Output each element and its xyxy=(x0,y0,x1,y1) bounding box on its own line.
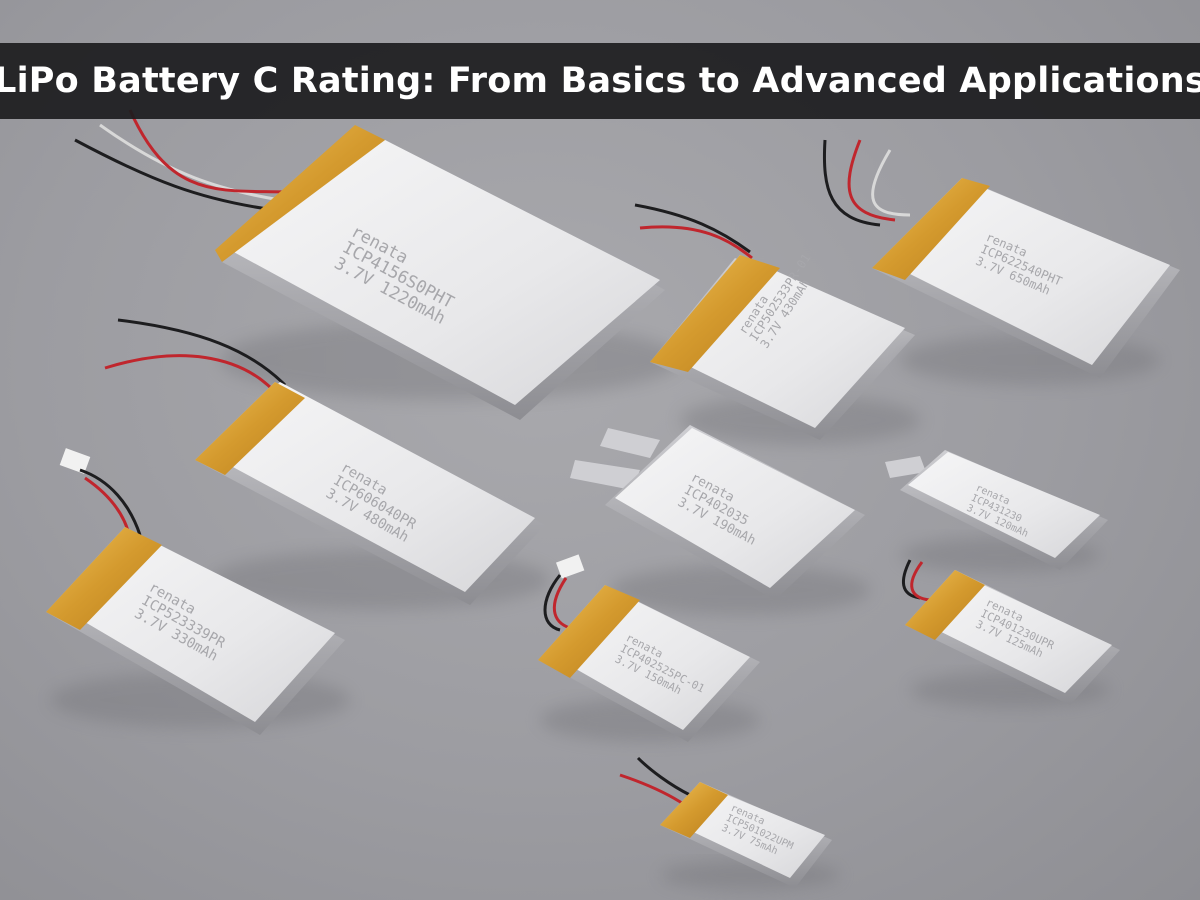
battery-150mah: renata ICP402525PC-01 3.7V 150mAh xyxy=(538,554,760,742)
title-banner: LiPo Battery C Rating: From Basics to Ad… xyxy=(0,43,1200,119)
battery-190mah: renata ICP402035 3.7V 190mAh xyxy=(570,425,870,615)
battery-125mah: renata ICP401230UPR 3.7V 125mAh xyxy=(901,559,1120,708)
battery-large-1220mah: renata ICP4156S0PHT 3.7V 1220mAh xyxy=(74,109,680,420)
battery-120mah: renata ICP431230 3.7V 120mAh xyxy=(885,450,1108,573)
battery-430mah: renata ICP502533PR-01 3.7V 430mAh xyxy=(634,203,920,445)
battery-330mah: renata ICP523339PR 3.7V 330mAh xyxy=(46,448,350,735)
battery-75mah: renata ICP501022UPM 3.7V 75mAh xyxy=(619,756,840,890)
banner-title: LiPo Battery C Rating: From Basics to Ad… xyxy=(0,61,1200,101)
battery-650mah: renata ICP622540PHT 3.7V 650mAh xyxy=(822,139,1180,385)
battery-480mah: renata ICP606040PR 3.7V 480mAh xyxy=(104,318,550,610)
